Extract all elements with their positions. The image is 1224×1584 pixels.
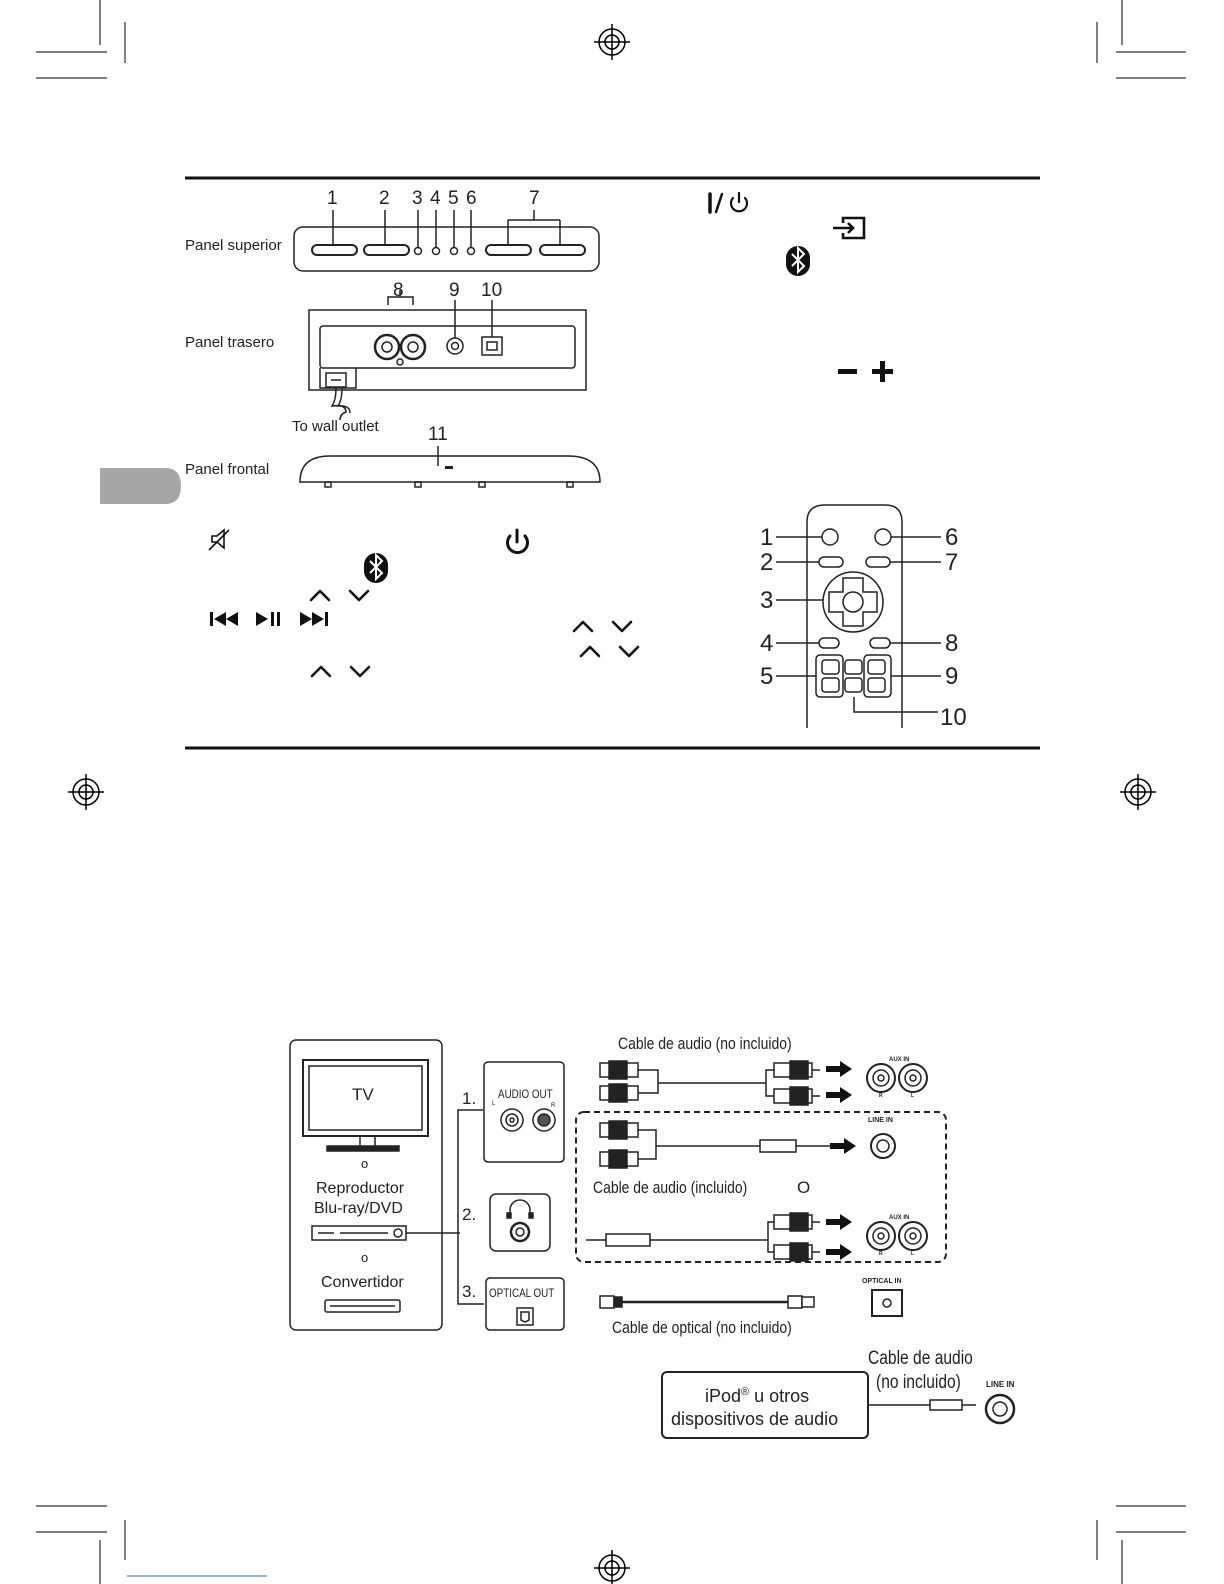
remote-drawing [776, 504, 941, 728]
top-panel-number: 2 [379, 188, 390, 209]
front-panel-number: 11 [428, 424, 448, 445]
remote-number: 6 [945, 524, 959, 551]
aux-l-label: L [911, 1093, 915, 1099]
line-in-label: LINE IN [986, 1380, 1015, 1389]
mute-icon [208, 528, 230, 551]
bluetooth-icon [786, 245, 810, 276]
option-number: 3. [462, 1282, 477, 1301]
option-number: 2. [462, 1205, 477, 1224]
rear-panel-number: 8 [393, 280, 404, 301]
top-panel-number: 6 [466, 188, 477, 209]
or-label: o [361, 1156, 369, 1171]
ipod-devices-label: dispositivos de audio [671, 1409, 839, 1429]
remote-number: 8 [945, 630, 959, 657]
volume-icons [838, 361, 893, 382]
jack-l-label: L [492, 1101, 496, 1107]
top-panel-number: 1 [327, 188, 338, 209]
aux-in-label: AUX IN [889, 1057, 910, 1063]
top-panel-number: 5 [448, 188, 459, 209]
registered-mark: ® [741, 1386, 750, 1398]
ipod-name: iPod [705, 1386, 742, 1406]
rear-panel-drawing [308, 290, 587, 421]
remote-number: 1 [760, 524, 774, 551]
aux-in-label: AUX IN [889, 1215, 910, 1221]
ipod-cable-label: (no incluido) [876, 1372, 961, 1393]
registration-mark-right [1120, 774, 1156, 810]
remote-number: 3 [760, 587, 774, 614]
tv-label: TV [352, 1085, 374, 1104]
aux-l-label: L [911, 1251, 915, 1257]
front-panel-drawing [299, 446, 601, 488]
option-number: 1. [462, 1089, 477, 1108]
remote-number: 9 [945, 663, 959, 690]
arrow-icons [826, 1061, 856, 1260]
remote-number: 10 [940, 704, 967, 731]
top-panel-number: 4 [430, 188, 441, 209]
wall-outlet-label: To wall outlet [292, 418, 379, 435]
rear-panel-label: Panel trasero [185, 334, 275, 351]
rear-panel-number: 10 [481, 280, 503, 301]
audio-out-label: AUDIO OUT [498, 1087, 553, 1101]
cable-not-included-label: Cable de audio (no incluido) [618, 1034, 792, 1053]
bluray-label: Reproductor [316, 1180, 405, 1197]
transport-icons [210, 612, 328, 626]
on-off-icon [708, 191, 749, 214]
top-panel-label: Panel superior [185, 237, 282, 254]
top-panel-drawing [293, 210, 600, 272]
input-source-icon [833, 216, 866, 240]
power-icon [506, 528, 529, 555]
bluray-label: Blu-ray/DVD [314, 1200, 403, 1217]
front-panel-label: Panel frontal [185, 461, 270, 478]
connection-diagram [289, 1039, 1016, 1439]
optical-out-label: OPTICAL OUT [489, 1286, 555, 1300]
cable-included-label: Cable de audio (incluido) [593, 1178, 748, 1197]
remote-number: 5 [760, 663, 774, 690]
remote-number: 2 [760, 549, 774, 576]
bluetooth-icon [364, 552, 388, 583]
registration-mark-left [68, 774, 104, 810]
remote-number: 7 [945, 549, 959, 576]
registration-mark-top [594, 24, 630, 60]
ipod-label: iPod® u otros [705, 1386, 809, 1407]
ipod-cable-label: Cable de audio [868, 1348, 973, 1369]
registration-mark-bottom [594, 1550, 630, 1584]
jack-r-label: R [551, 1103, 556, 1109]
top-panel-number: 3 [412, 188, 423, 209]
ipod-suffix: u otros [749, 1386, 810, 1406]
or-label: O [797, 1178, 811, 1197]
chevron-arrows [309, 589, 640, 678]
remote-number: 4 [760, 630, 774, 657]
optical-in-label: OPTICAL IN [862, 1278, 902, 1285]
aux-r-label: R [879, 1251, 883, 1257]
side-tab [100, 468, 181, 504]
top-panel-number: 7 [529, 188, 540, 209]
cable-optical-label: Cable de optical (no incluido) [612, 1318, 792, 1337]
line-in-label: LINE IN [868, 1117, 893, 1124]
converter-label: Convertidor [321, 1274, 404, 1291]
or-label: o [361, 1250, 369, 1265]
rear-panel-number: 9 [449, 280, 460, 301]
aux-r-label: R [879, 1093, 883, 1099]
